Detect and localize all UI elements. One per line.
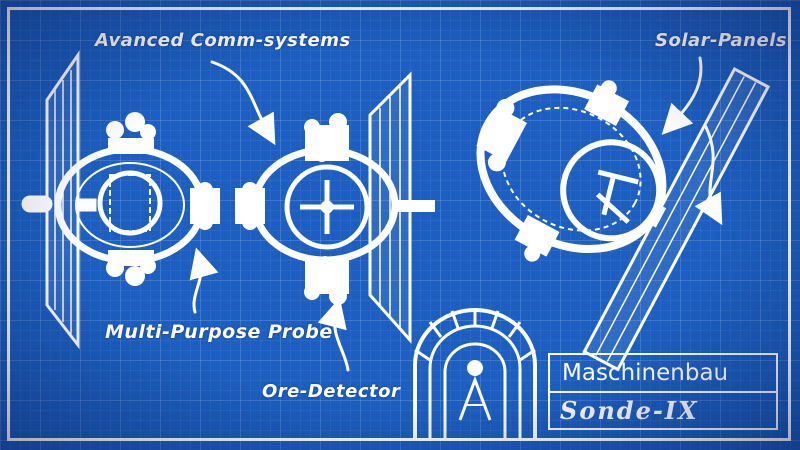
probe-rotated-view (476, 67, 771, 372)
title-block-company: Maschinenbau (550, 355, 776, 393)
title-block: Maschinenbau Sonde-IX (548, 353, 778, 430)
label-ore-detector: Ore-Detector (262, 381, 401, 402)
multi-purpose-probe (21, 50, 220, 350)
label-multi-purpose-probe: Multi-Purpose Probe (105, 321, 333, 343)
callout-arrows (189, 56, 723, 372)
emblem-icon (413, 308, 537, 440)
blueprint-border (7, 7, 791, 441)
label-comm-systems: Avanced Comm-systems (95, 30, 351, 51)
title-block-model: Sonde-IX (560, 396, 699, 425)
comm-system-probe (235, 71, 435, 344)
label-solar-panels: Solar-Panels (655, 30, 788, 51)
